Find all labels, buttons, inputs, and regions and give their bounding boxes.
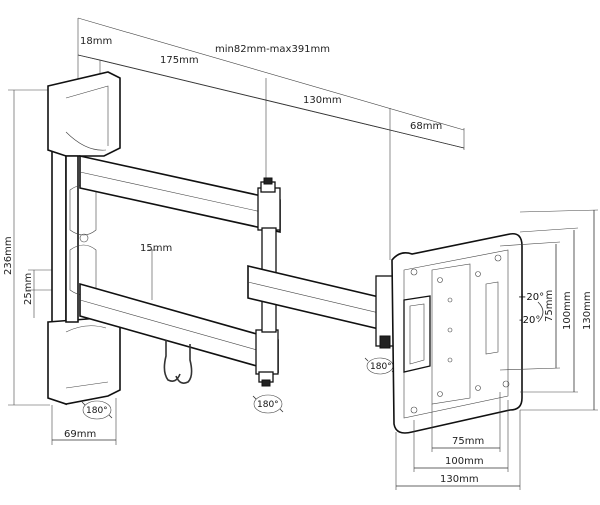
tilt-arrow: [537, 301, 544, 323]
dim-75mm-horizontal: 75mm: [452, 436, 484, 447]
dim-130mm-vertical: 130mm: [582, 291, 593, 330]
dim-68mm: 68mm: [410, 121, 442, 132]
bottom-left-dimension: [51, 398, 117, 445]
dim-total-range: min82mm-max391mm: [215, 44, 330, 55]
upper-arm: [79, 155, 281, 233]
right-dimension-lines: [499, 209, 599, 411]
svg-text:180°: 180°: [86, 406, 108, 416]
wall-plate: [47, 71, 121, 406]
top-dimension-lines: [77, 17, 465, 260]
dim-130mm-horizontal: 130mm: [440, 474, 479, 485]
lower-arm: [79, 282, 279, 387]
bottom-dimension-lines: [395, 392, 521, 490]
dim-175mm: 175mm: [160, 55, 199, 66]
tilt-up-label: +20°: [518, 292, 544, 303]
dim-75mm-vertical: 75mm: [544, 290, 555, 322]
dim-236mm: 236mm: [3, 236, 14, 275]
dim-100mm-vertical: 100mm: [562, 291, 573, 330]
svg-text:180°: 180°: [370, 362, 392, 372]
rotation-badge-joint: 180°: [252, 394, 284, 414]
left-dimension-lines: [8, 89, 70, 406]
short-arm: [247, 264, 395, 349]
rotation-badge-head: 180°: [364, 357, 396, 375]
dim-130mm-arm: 130mm: [303, 95, 342, 106]
dim-25mm: 25mm: [23, 273, 34, 305]
cable-hooks: [163, 340, 193, 384]
tilt-down-label: -20°: [519, 315, 540, 326]
dim-69mm: 69mm: [64, 429, 96, 440]
dim-15mm: 15mm: [140, 243, 172, 254]
svg-text:180°: 180°: [257, 400, 279, 410]
dim-100mm-horizontal: 100mm: [445, 456, 484, 467]
vesa-head-plate: [391, 232, 523, 434]
dim-18mm: 18mm: [80, 36, 112, 47]
rotation-badge-wall: 180°: [81, 400, 113, 420]
